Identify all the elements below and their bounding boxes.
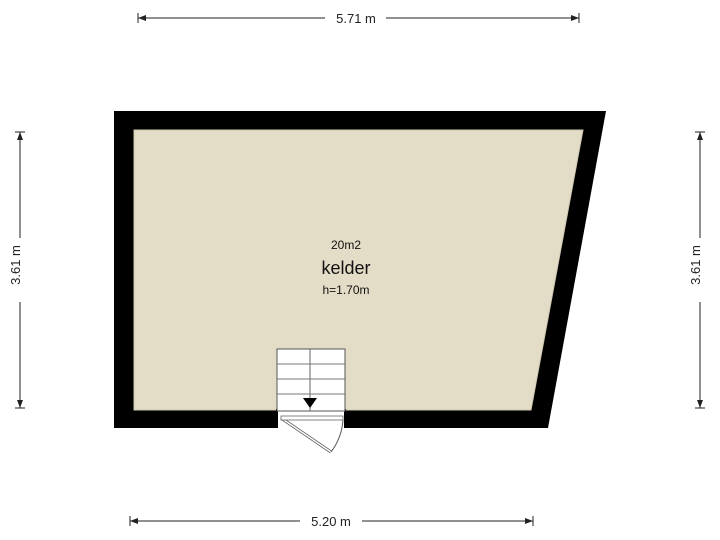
dimension-right: 3.61 m — [688, 131, 705, 409]
room-height: h=1.70m — [322, 283, 369, 297]
room-area: 20m2 — [331, 238, 361, 252]
dimension-bottom: 5.20 m — [129, 514, 534, 529]
stair-direction-arrow-icon — [303, 398, 317, 408]
room-name: kelder — [321, 258, 370, 278]
dimension-top-label: 5.71 m — [336, 11, 376, 26]
dimension-left: 3.61 m — [8, 131, 25, 409]
door-swing — [280, 415, 344, 454]
dimension-left-label: 3.61 m — [8, 245, 23, 285]
dimension-bottom-label: 5.20 m — [311, 514, 351, 529]
staircase — [276, 348, 346, 412]
dimension-top: 5.71 m — [137, 11, 580, 26]
floor-area — [133, 129, 584, 411]
dimension-right-label: 3.61 m — [688, 245, 703, 285]
